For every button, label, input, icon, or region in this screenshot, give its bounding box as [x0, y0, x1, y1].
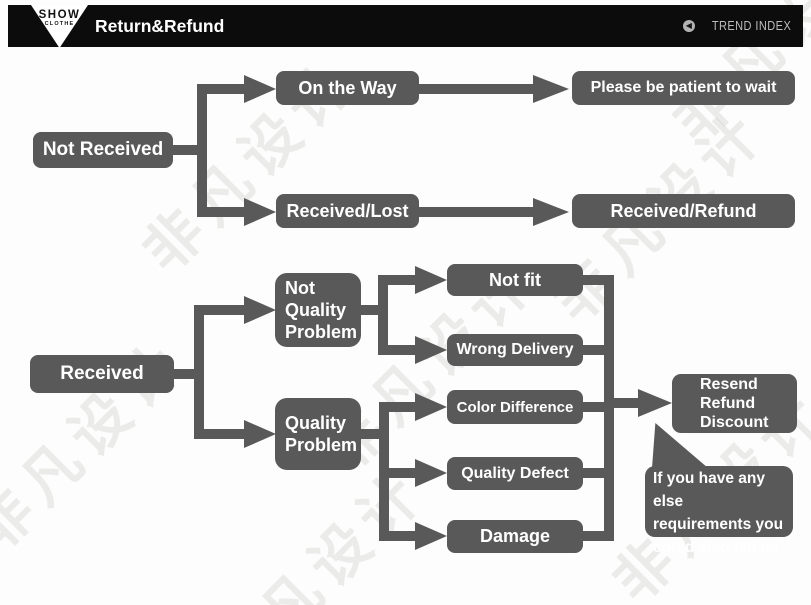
node-damage: Damage — [447, 520, 583, 553]
connector-line — [583, 531, 614, 541]
arrowhead-icon — [244, 420, 276, 448]
arrowhead-icon — [244, 198, 276, 226]
connector-line — [604, 275, 614, 541]
arrowhead-icon — [415, 266, 447, 294]
connector-line — [583, 468, 614, 478]
connector-line — [194, 429, 246, 439]
connector-line — [378, 275, 418, 285]
connector-line — [174, 369, 204, 379]
note-bubble: If you have any else requirements you co… — [645, 466, 793, 556]
node-please-wait: Please be patient to wait — [572, 71, 795, 105]
node-color-difference: Color Difference — [447, 390, 583, 424]
connector-line — [197, 84, 207, 216]
connector-line — [379, 468, 419, 478]
arrowhead-icon — [638, 389, 672, 417]
logo-text-show: SHOW — [38, 9, 81, 21]
connector-line — [378, 345, 418, 355]
arrowhead-icon — [415, 522, 447, 550]
node-wrong-delivery: Wrong Delivery — [447, 334, 583, 366]
node-outcome-resend-refund-discount: Resend Refund Discount — [672, 374, 797, 433]
node-quality-defect: Quality Defect — [447, 457, 583, 490]
arrowhead-icon — [415, 393, 447, 421]
watermark-text: 非凡设计 — [0, 325, 200, 566]
connector-line — [194, 305, 246, 315]
arrowhead-icon — [244, 296, 276, 324]
node-received: Received — [30, 355, 174, 393]
connector-line — [361, 305, 384, 315]
node-not-quality-problem: Not Quality Problem — [275, 273, 361, 347]
connector-line — [173, 145, 206, 155]
connector-line — [604, 398, 640, 408]
node-quality-problem: Quality Problem — [275, 398, 361, 470]
arrowhead-icon — [415, 459, 447, 487]
connector-line — [197, 207, 245, 217]
node-not-received: Not Received — [33, 132, 173, 168]
connector-line — [379, 531, 419, 541]
connector-line — [197, 84, 245, 94]
node-not-fit: Not fit — [447, 264, 583, 296]
arrowhead-icon — [533, 75, 569, 103]
return-arrow-circle-icon: ◀ — [682, 20, 695, 32]
page-title: Return&Refund — [95, 15, 225, 36]
arrowhead-icon — [533, 198, 569, 226]
connector-line — [361, 429, 384, 439]
connector-line — [583, 275, 614, 285]
connector-line — [419, 84, 535, 94]
trend-index-mark: ◀ TREND INDEX — [682, 5, 791, 47]
logo-text-clothe: CLOTHE — [44, 21, 75, 27]
connector-line — [379, 402, 419, 412]
node-received-refund: Received/Refund — [572, 194, 795, 228]
shop-logo: SHOW CLOTHE — [31, 5, 88, 48]
connector-line — [583, 345, 614, 355]
node-on-the-way: On the Way — [276, 71, 419, 105]
arrowhead-icon — [244, 75, 276, 103]
trend-index-label: TREND INDEX — [711, 19, 791, 33]
node-received-lost: Received/Lost — [276, 194, 419, 228]
connector-line — [419, 207, 535, 217]
arrowhead-icon — [415, 336, 447, 364]
connector-line — [378, 275, 388, 355]
connector-line — [583, 402, 614, 412]
header-bar: SHOW CLOTHE Return&Refund ◀ TREND INDEX — [8, 5, 803, 48]
connector-line — [194, 305, 204, 439]
